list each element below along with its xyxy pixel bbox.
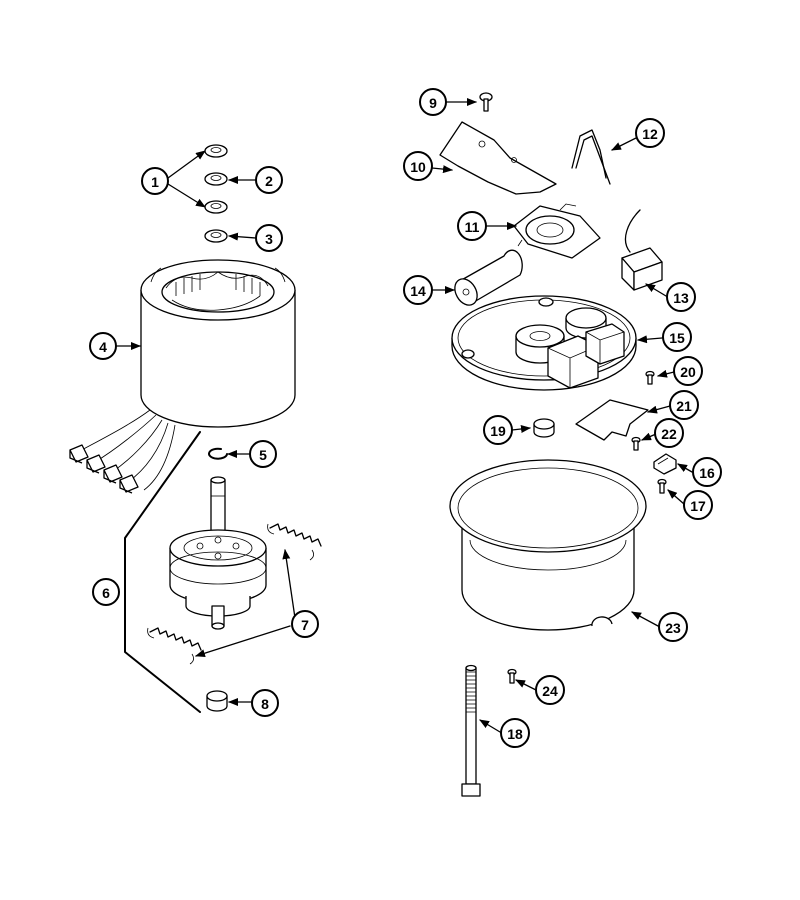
callout-22-label: 22 bbox=[661, 426, 677, 442]
callout-2: 2 bbox=[255, 166, 283, 194]
washer-part-1-bottom bbox=[204, 200, 228, 214]
callout-5: 5 bbox=[249, 440, 277, 468]
washer-part-3 bbox=[204, 229, 228, 243]
callout-15: 15 bbox=[662, 322, 692, 352]
bearing-plate-part-11 bbox=[513, 203, 601, 259]
callout-11: 11 bbox=[457, 211, 487, 241]
insulator-part-21 bbox=[575, 399, 649, 441]
callout-12-label: 12 bbox=[642, 126, 658, 142]
callout-4: 4 bbox=[89, 332, 117, 360]
callout-21: 21 bbox=[669, 390, 699, 420]
callout-5-label: 5 bbox=[259, 447, 267, 463]
callout-3: 3 bbox=[255, 224, 283, 252]
callout-16: 16 bbox=[692, 457, 722, 487]
callout-13: 13 bbox=[666, 282, 696, 312]
washer-part-1-top bbox=[204, 144, 228, 158]
callout-7-label: 7 bbox=[301, 617, 309, 633]
callout-11-label: 11 bbox=[465, 219, 480, 235]
callout-1: 1 bbox=[141, 167, 169, 195]
screw-part-17 bbox=[657, 478, 667, 494]
callout-12: 12 bbox=[635, 118, 665, 148]
bolt-part-18 bbox=[461, 664, 481, 797]
callout-10: 10 bbox=[403, 151, 433, 181]
plug-part-8 bbox=[206, 690, 228, 712]
plug-part-19 bbox=[533, 418, 555, 438]
callout-18-label: 18 bbox=[507, 726, 523, 742]
leader-lines bbox=[115, 98, 693, 733]
callout-23-label: 23 bbox=[665, 620, 681, 636]
callout-7: 7 bbox=[291, 610, 319, 638]
screw-part-20 bbox=[645, 370, 655, 385]
clip-part-16 bbox=[653, 453, 677, 475]
callout-15-label: 15 bbox=[669, 330, 685, 346]
callout-16-label: 16 bbox=[699, 465, 715, 481]
snap-ring-part-5 bbox=[208, 447, 228, 460]
callout-21-label: 21 bbox=[676, 398, 692, 414]
callout-18: 18 bbox=[500, 718, 530, 748]
stator-part-4 bbox=[69, 259, 296, 494]
spring-part-7-upper bbox=[267, 523, 322, 561]
callout-14-label: 14 bbox=[410, 283, 426, 299]
clip-part-12 bbox=[571, 129, 611, 185]
callout-9-label: 9 bbox=[429, 95, 437, 111]
callout-9: 9 bbox=[419, 88, 447, 116]
callout-19-label: 19 bbox=[490, 423, 506, 439]
callout-14: 14 bbox=[403, 275, 433, 305]
callout-23: 23 bbox=[658, 612, 688, 642]
callout-24: 24 bbox=[535, 675, 565, 705]
callout-6: 6 bbox=[92, 578, 120, 606]
callout-13-label: 13 bbox=[673, 290, 689, 306]
callout-3-label: 3 bbox=[265, 231, 273, 247]
screw-part-9 bbox=[479, 92, 493, 112]
callout-20: 20 bbox=[673, 356, 703, 386]
callout-17: 17 bbox=[683, 490, 713, 520]
callout-8: 8 bbox=[251, 689, 279, 717]
callout-22: 22 bbox=[654, 418, 684, 448]
base-plate-part-15 bbox=[451, 295, 637, 391]
callout-19: 19 bbox=[483, 415, 513, 445]
callout-8-label: 8 bbox=[261, 696, 269, 712]
callout-6-label: 6 bbox=[102, 585, 110, 601]
spring-part-7-lower bbox=[147, 627, 202, 665]
screw-part-24 bbox=[507, 668, 517, 684]
switch-part-13 bbox=[621, 209, 663, 291]
wave-washer-part-2 bbox=[204, 172, 228, 186]
capacitor-part-14 bbox=[454, 249, 523, 306]
callout-10-label: 10 bbox=[410, 159, 426, 175]
rotor-part-6 bbox=[169, 476, 267, 630]
housing-part-23 bbox=[449, 459, 647, 631]
cover-plate-part-10 bbox=[439, 121, 557, 195]
callout-4-label: 4 bbox=[99, 339, 107, 355]
callout-17-label: 17 bbox=[690, 498, 706, 514]
callout-1-label: 1 bbox=[151, 174, 159, 190]
callout-20-label: 20 bbox=[680, 364, 696, 380]
callout-2-label: 2 bbox=[265, 173, 273, 189]
assembly-bracket-6 bbox=[124, 431, 201, 713]
screw-part-22 bbox=[631, 436, 641, 451]
callout-24-label: 24 bbox=[542, 683, 558, 699]
